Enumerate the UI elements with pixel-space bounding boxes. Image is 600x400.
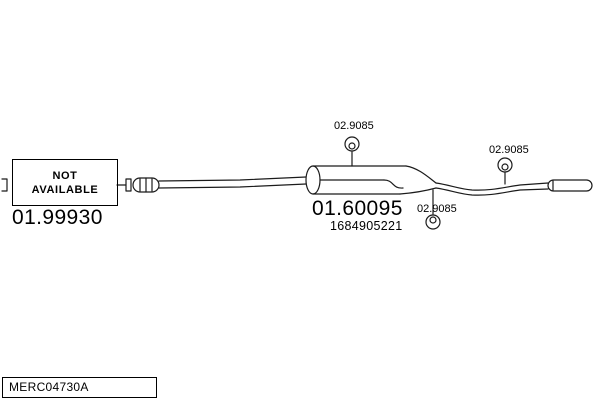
mount-label-right: 02.9085 — [489, 144, 529, 156]
part-number-rear-silencer: 01.60095 — [312, 197, 403, 220]
flex-pipe — [132, 177, 160, 193]
catalog-code-box: MERC04730A — [2, 377, 157, 398]
oem-number: 1684905221 — [330, 219, 403, 233]
not-available-line2: AVAILABLE — [31, 183, 99, 196]
front-flange — [116, 178, 132, 192]
mount-label-top: 02.9085 — [334, 120, 374, 132]
rubber-mount-icon — [497, 157, 513, 185]
tail-pipe — [435, 179, 593, 196]
front-pipe — [158, 176, 307, 189]
rear-silencer — [305, 165, 437, 195]
rubber-mount-icon — [344, 136, 360, 167]
part-number-front-pipe: 01.99930 — [12, 206, 103, 229]
rubber-mount-icon — [425, 189, 441, 230]
catalog-code: MERC04730A — [9, 380, 89, 394]
not-available-line1: NOT — [52, 169, 78, 182]
left-edge-connector — [1, 178, 8, 192]
not-available-box: NOT AVAILABLE — [12, 159, 118, 206]
mount-label-bottom: 02.9085 — [417, 203, 457, 215]
